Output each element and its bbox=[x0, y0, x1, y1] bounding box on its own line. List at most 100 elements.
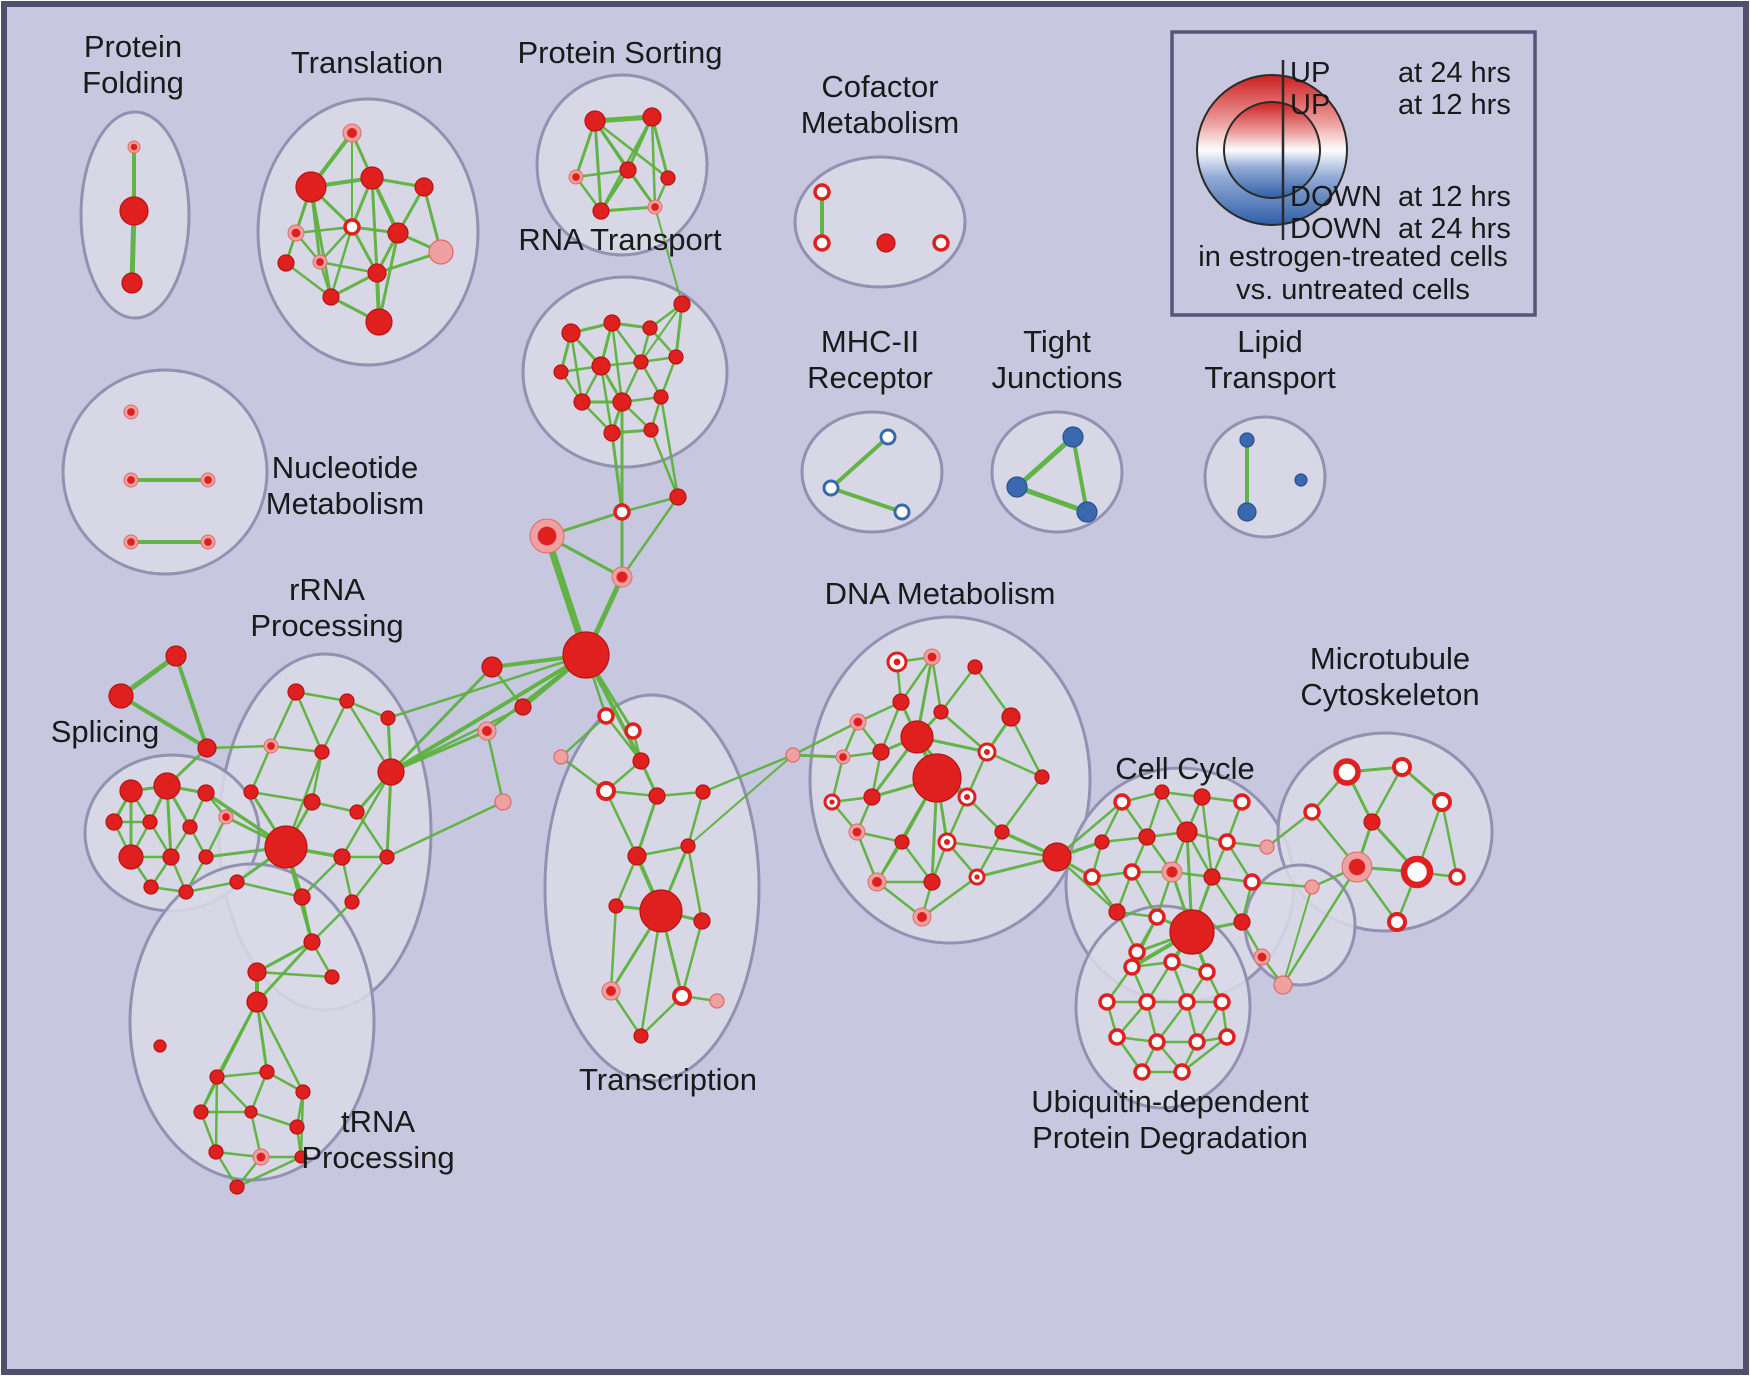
edge-rt1-rt9 bbox=[569, 331, 584, 404]
edge-dm2-dm6 bbox=[930, 655, 943, 714]
edge-cc14-mc8 bbox=[1250, 880, 1314, 889]
edge-ps1-ps5 bbox=[593, 119, 670, 180]
edge-t5-t6 bbox=[294, 225, 354, 235]
node-sp12-red bbox=[178, 884, 194, 900]
node-dot bbox=[360, 166, 384, 190]
node-ub4-red-ring bbox=[1098, 993, 1116, 1011]
edge-rr6-rr12 bbox=[385, 770, 393, 859]
node-tr3-red bbox=[259, 1064, 275, 1080]
node-c4-red-halo bbox=[611, 566, 633, 588]
node-dot bbox=[247, 962, 267, 982]
node-ring bbox=[813, 234, 831, 252]
node-dot bbox=[387, 222, 409, 244]
node-dot bbox=[295, 171, 327, 203]
node-tx9-red bbox=[639, 889, 683, 933]
node-t2-red bbox=[295, 171, 327, 203]
node-ring bbox=[613, 503, 631, 521]
node-tr4-red bbox=[295, 1084, 311, 1100]
node-cc3-red bbox=[1193, 788, 1211, 806]
edge-rr4-rr7 bbox=[249, 744, 273, 794]
edge-tx8-tx11 bbox=[686, 844, 704, 923]
cluster-label-rna-transport: RNA Transport bbox=[518, 222, 722, 257]
edge-dm3-dm7 bbox=[973, 665, 1013, 719]
node-tx2-pink bbox=[553, 749, 569, 765]
edge-rt11-c2 bbox=[659, 395, 680, 499]
node-dm18-red bbox=[894, 834, 910, 850]
node-dot bbox=[293, 888, 311, 906]
edge-tr2-tr3 bbox=[215, 1070, 269, 1079]
node-ring bbox=[597, 707, 615, 725]
node-mc7-red-ring bbox=[1400, 855, 1434, 889]
node-dm9-red bbox=[872, 743, 890, 761]
node-dot bbox=[322, 288, 340, 306]
node-core bbox=[537, 526, 557, 546]
node-dot bbox=[619, 161, 637, 179]
node-nm5-red-halo bbox=[200, 534, 216, 550]
node-dot bbox=[303, 793, 321, 811]
edge-t7-t13 bbox=[377, 231, 400, 324]
node-tx8-red bbox=[680, 838, 696, 854]
cluster-ellipse-tight-junctions bbox=[990, 410, 1124, 534]
node-dot bbox=[153, 772, 181, 800]
node-dot bbox=[876, 233, 896, 253]
node-dot bbox=[229, 1179, 245, 1195]
node-tr8-red bbox=[208, 1144, 224, 1160]
edge-tr2-tr8 bbox=[214, 1075, 219, 1154]
cluster-label-lipid-transport: Transport bbox=[1204, 360, 1336, 395]
node-mh3-blue-ring bbox=[893, 503, 911, 521]
node-tx6-red bbox=[695, 784, 711, 800]
node-ub5-red-ring bbox=[1138, 993, 1156, 1011]
node-ub1-red-ring bbox=[1123, 958, 1141, 976]
node-rr7-red bbox=[243, 784, 259, 800]
node-t3-red bbox=[360, 166, 384, 190]
legend-footer-text: in estrogen-treated cells bbox=[1198, 241, 1508, 273]
node-dot bbox=[592, 202, 610, 220]
node-dot bbox=[648, 787, 666, 805]
node-c9-red-ring bbox=[624, 722, 642, 740]
edge-cc13-cc18 bbox=[1210, 875, 1244, 924]
node-dot bbox=[660, 170, 676, 186]
node-dm19-red-ring-dot bbox=[937, 832, 957, 852]
node-dot bbox=[197, 738, 217, 758]
node-ub8-red-ring bbox=[1108, 1028, 1126, 1046]
edge-c6-rr6 bbox=[389, 665, 494, 774]
node-cc7-red bbox=[1176, 821, 1198, 843]
node-dot bbox=[642, 107, 662, 127]
node-dot bbox=[994, 824, 1010, 840]
node-tx13-red-ring bbox=[672, 986, 692, 1006]
node-dot bbox=[1034, 769, 1050, 785]
node-dot bbox=[365, 308, 393, 336]
node-dot bbox=[287, 683, 305, 701]
node-ring bbox=[1213, 993, 1231, 1011]
legend-direction-label: DOWN bbox=[1290, 213, 1382, 245]
node-tx14-pink bbox=[709, 993, 725, 1009]
node-mc3-red-ring bbox=[1303, 803, 1321, 821]
edge-tri1-tri3 bbox=[174, 654, 209, 750]
node-dot bbox=[695, 784, 711, 800]
cluster-label-ubiquitin-degradation: Protein Degradation bbox=[1032, 1120, 1308, 1155]
node-dm21-red-halo bbox=[867, 872, 887, 892]
node-tri1-red bbox=[165, 645, 187, 667]
node-bm2-pink bbox=[1273, 975, 1293, 995]
edge-rt2-rt10 bbox=[610, 321, 624, 404]
node-dot bbox=[872, 743, 890, 761]
node-cc9-pink bbox=[1259, 839, 1275, 855]
node-dot bbox=[1239, 432, 1255, 448]
edge-c5-rr6 bbox=[389, 653, 588, 774]
legend-time-label: at 24 hrs bbox=[1398, 57, 1511, 89]
cluster-label-nucleotide-metabolism: Metabolism bbox=[266, 486, 425, 521]
node-dot bbox=[1094, 834, 1110, 850]
node-lt1-blue bbox=[1239, 432, 1255, 448]
node-dot bbox=[264, 825, 308, 869]
node-ring bbox=[1243, 873, 1261, 891]
cluster-label-mhc-ii-receptor: MHC-II bbox=[821, 324, 919, 359]
node-ring bbox=[1303, 803, 1321, 821]
node-dm20-red bbox=[994, 824, 1010, 840]
node-cc19-red-ring bbox=[1128, 943, 1146, 961]
edge-bm2-mc8 bbox=[1282, 886, 1313, 986]
edge-t10-t12 bbox=[284, 261, 333, 299]
node-dot bbox=[633, 1028, 649, 1044]
edge-tx5-tx7 bbox=[635, 794, 659, 858]
node-sp6-red bbox=[182, 819, 198, 835]
node-rr5-red bbox=[314, 744, 330, 760]
